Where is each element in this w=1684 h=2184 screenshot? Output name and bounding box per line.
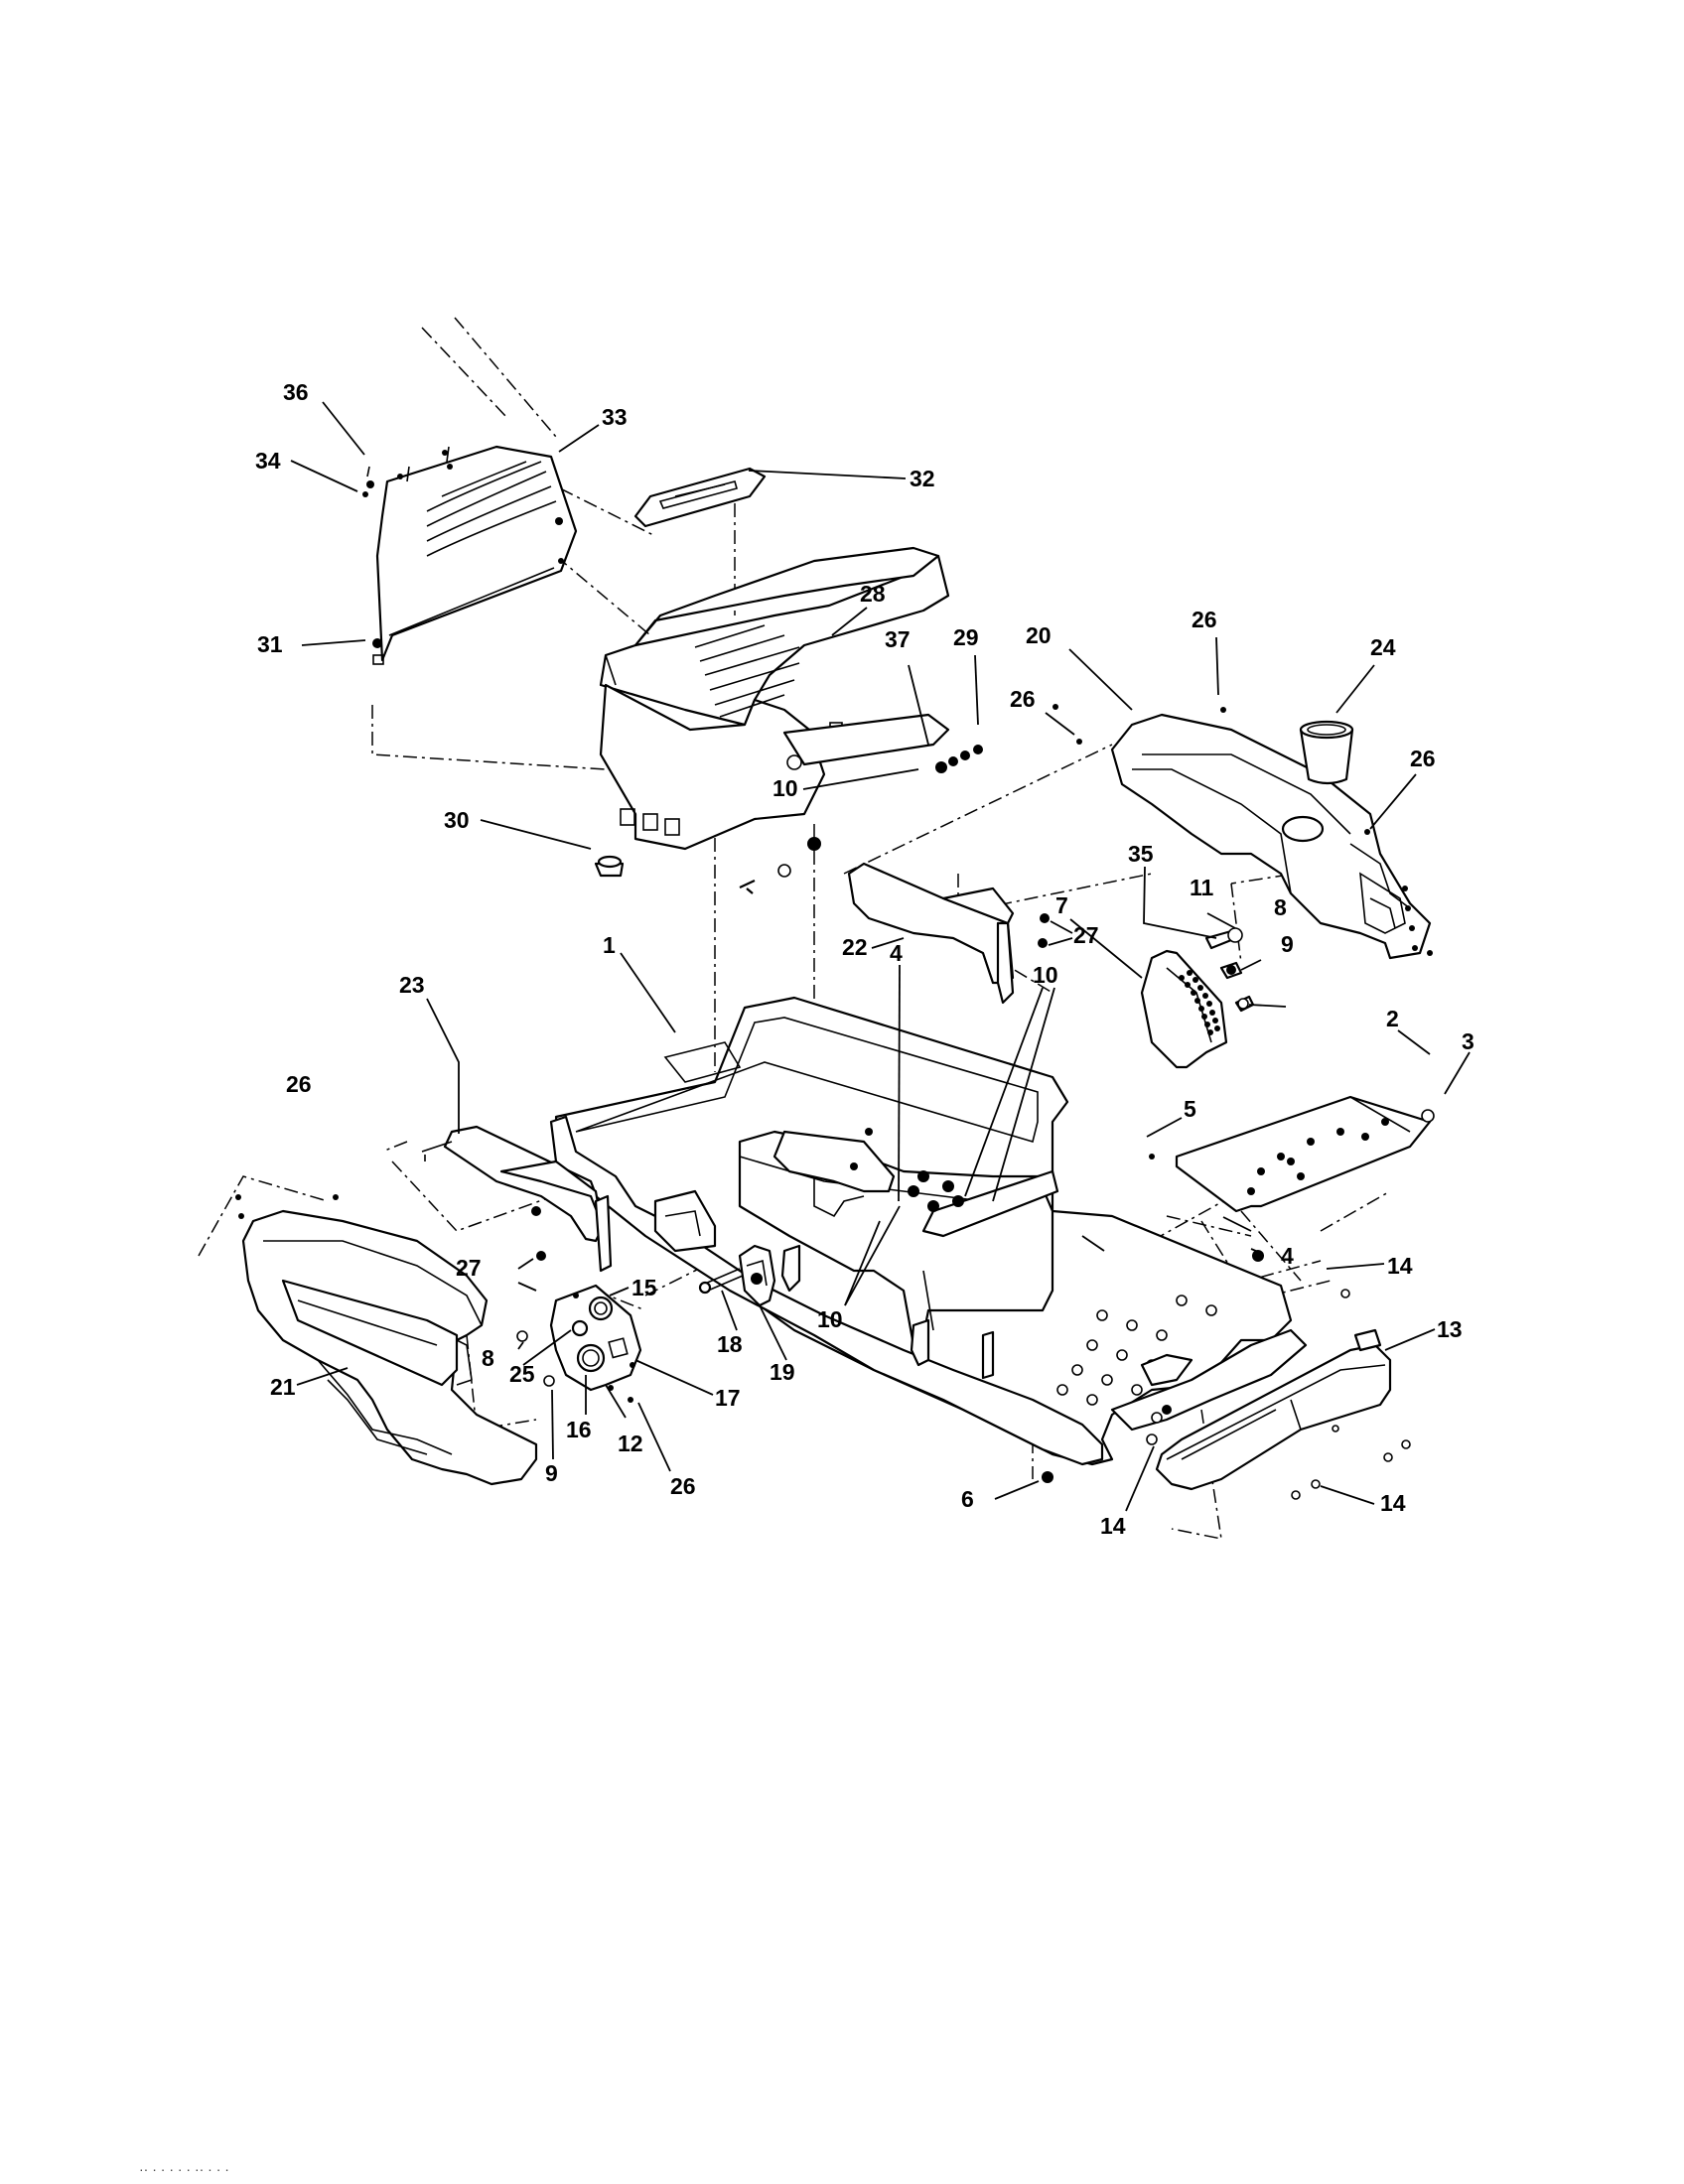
callout-31: 31 (257, 631, 283, 657)
callout-33: 33 (602, 404, 628, 430)
callout-9-b: 9 (545, 1460, 558, 1486)
callout-7: 7 (1055, 892, 1068, 918)
callout-18: 18 (717, 1331, 743, 1357)
callout-27-a: 27 (1073, 922, 1099, 948)
part-1-main-frame (549, 996, 1308, 1466)
callout-2: 2 (1386, 1006, 1399, 1031)
part-13-front-bumper (1151, 1289, 1411, 1500)
callout-1: 1 (603, 932, 616, 958)
callout-17: 17 (715, 1385, 741, 1411)
callout-23: 23 (399, 972, 425, 998)
callout-14-b: 14 (1100, 1513, 1126, 1539)
callout-27-b: 27 (456, 1255, 482, 1281)
callout-26-e: 26 (670, 1473, 696, 1499)
callout-9-a: 9 (1281, 931, 1294, 957)
callout-14-c: 14 (1380, 1490, 1406, 1516)
part-28-dash-tower (594, 546, 983, 894)
callout-8-b: 8 (482, 1345, 494, 1371)
callout-34: 34 (255, 448, 281, 474)
callout-26-d: 26 (286, 1071, 312, 1097)
callout-13: 13 (1437, 1316, 1463, 1342)
part-21-rear-fender (241, 1209, 538, 1486)
callout-8-a: 8 (1274, 894, 1287, 920)
callout-10-b: 10 (1033, 962, 1058, 988)
callout-4-a: 4 (890, 940, 903, 966)
callout-14-a: 14 (1387, 1253, 1413, 1279)
callout-6: 6 (961, 1486, 974, 1512)
callout-20: 20 (1026, 622, 1052, 648)
hardware-bolts (235, 450, 1370, 1483)
callout-5: 5 (1184, 1096, 1196, 1122)
footer-scan-marks: ·· · · · · · ·· · · · (139, 2161, 229, 2177)
callout-19: 19 (770, 1359, 795, 1385)
callout-35: 35 (1128, 841, 1154, 867)
callout-3: 3 (1462, 1028, 1474, 1054)
leader-lines (290, 401, 1471, 1512)
callout-26-b: 26 (1010, 686, 1036, 712)
callout-labels: 36 34 33 32 31 28 37 29 20 26 24 26 26 1… (255, 379, 1474, 1539)
part-7-pedal-bracket (1140, 927, 1255, 1069)
callout-10-c: 10 (817, 1306, 843, 1332)
part-22-inner-panel (847, 862, 1050, 1005)
part-12-switch-panel (549, 1284, 642, 1392)
callout-4-b: 4 (1281, 1243, 1294, 1269)
part-23-side-panel (421, 1125, 613, 1273)
callout-22: 22 (842, 934, 868, 960)
part-18-19-bolt-bracket (698, 1244, 776, 1307)
part-32-label-plate (633, 467, 767, 528)
part-33-rear-grille (366, 445, 578, 665)
callout-28: 28 (860, 581, 886, 607)
callout-15: 15 (632, 1275, 657, 1300)
callout-29: 29 (953, 624, 979, 650)
callout-16: 16 (566, 1417, 592, 1442)
callout-26-a: 26 (1192, 607, 1217, 632)
callout-21: 21 (270, 1374, 296, 1400)
callout-37: 37 (885, 626, 911, 652)
part-2-floor-plate (1149, 1095, 1435, 1213)
callout-10-a: 10 (772, 775, 798, 801)
callout-24: 24 (1370, 634, 1396, 660)
part-20-front-fender (1110, 713, 1433, 960)
callout-11: 11 (1190, 875, 1214, 900)
part-24-cup-holder (1299, 720, 1354, 785)
callout-25: 25 (509, 1361, 535, 1387)
callout-26-c: 26 (1410, 746, 1436, 771)
callout-36: 36 (283, 379, 309, 405)
callout-12: 12 (618, 1431, 643, 1456)
callout-30: 30 (444, 807, 470, 833)
callout-32: 32 (910, 466, 935, 491)
